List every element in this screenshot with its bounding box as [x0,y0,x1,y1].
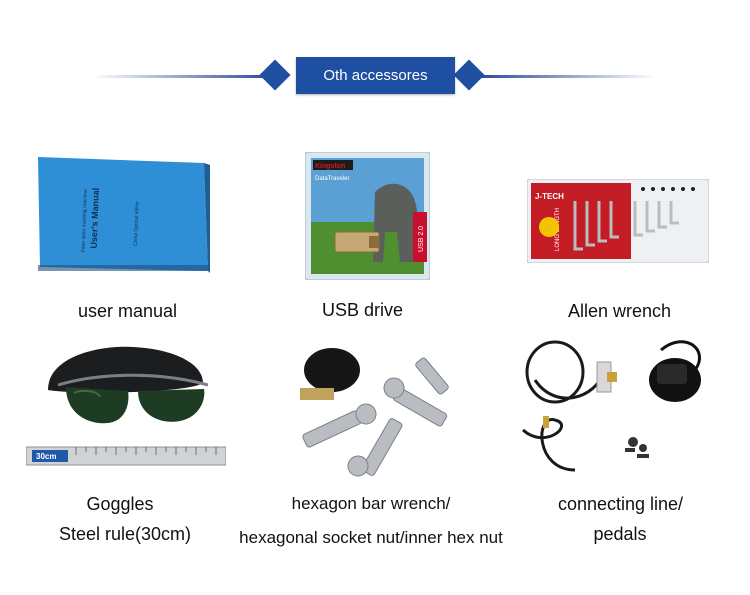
caption-user-manual: user manual [77,301,178,321]
steel-rule-image: 30cm [26,446,226,466]
manual-title: User's Manual [89,188,101,249]
hex-bolts-image [300,348,449,477]
caption-goggles: Goggles [86,494,154,514]
usb-model: DataTraveler [315,176,349,182]
section-title: Oth accessores [296,57,455,94]
header-line-right [468,75,658,78]
manual-line2: China Optical Valley [133,201,141,246]
caption-steel-rule: Steel rule(30cm) [58,524,192,544]
cables-pedals-image [521,340,702,472]
header-line-left [92,75,282,78]
goggles-image [48,346,209,424]
caption-connecting-line: connecting line/ [557,494,684,514]
usb-brand: Kingston [315,163,345,170]
caption-usb-drive: USB drive [321,300,404,320]
header-diamond-left [259,59,291,91]
wrench-brand: J-TECH [535,192,564,201]
usb-drive-image: Kingston DataTraveler USB 2.0 [305,152,430,280]
header-diamond-right [453,59,485,91]
caption-hexagon-bar-wrench: hexagon bar wrench/ [291,494,451,513]
user-manual-image: Fiber laser marking machine User's Manua… [38,157,210,273]
caption-allen-wrench: Allen wrench [567,301,672,321]
allen-wrench-image: J-TECH LONG LENGTH [527,179,709,263]
rule-mark: 30cm [36,452,56,461]
caption-pedals: pedals [593,524,647,544]
manual-line1: Fiber laser marking machine [81,189,89,252]
caption-hexagonal-socket-nut: hexagonal socket nut/inner hex nut [239,528,503,547]
usb-spec: USB 2.0 [418,226,425,252]
